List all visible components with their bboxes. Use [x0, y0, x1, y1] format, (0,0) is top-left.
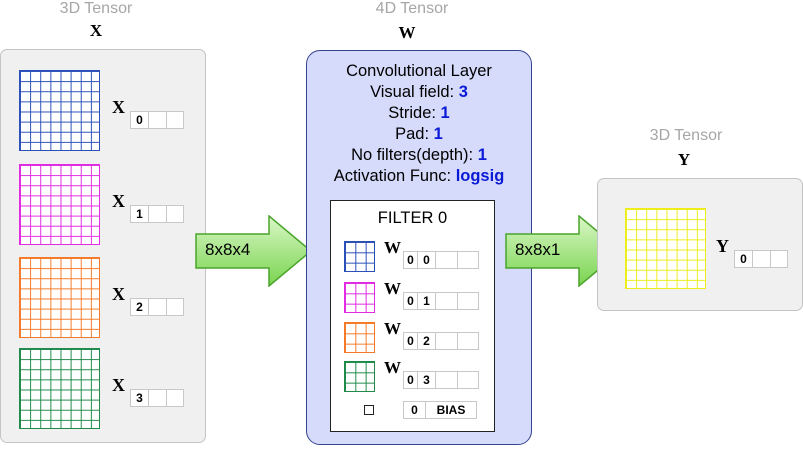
conv-layer-param: No filters(depth): 1	[306, 145, 532, 166]
arrow-in-label: 8x8x4	[205, 240, 251, 259]
conv-layer-param-label: No filters(depth):	[351, 146, 474, 164]
conv-layer-param-label: Activation Func:	[333, 167, 452, 185]
input-channel-index: 2	[131, 299, 149, 315]
filter-weight-symbol: W	[384, 358, 401, 377]
filter-weight-grid	[344, 322, 375, 353]
index-cell-empty	[753, 251, 771, 267]
input-tensor-name: X	[89, 21, 103, 40]
input-channel-grid	[19, 70, 100, 151]
bias-index-cells: 0 BIAS	[403, 401, 477, 419]
filter-weight-symbol: W	[384, 238, 401, 257]
index-cell-empty	[149, 390, 167, 406]
conv-layer-param-value: logsig	[455, 167, 505, 185]
input-channel-symbol: X	[112, 97, 125, 117]
output-channel-index: 0	[735, 251, 753, 267]
conv-layer-param: Pad: 1	[306, 124, 532, 145]
index-cell-empty	[458, 372, 478, 388]
filter-weight-grid	[344, 361, 375, 392]
filter-weight-index-a: 0	[404, 333, 418, 349]
index-cell-empty	[458, 293, 478, 309]
output-tensor-name: Y	[677, 150, 691, 169]
filter-weight-grid	[344, 282, 375, 313]
input-channel-index: 1	[131, 206, 149, 222]
input-channel-index: 3	[131, 390, 149, 406]
index-cell-empty	[167, 112, 183, 128]
conv-layer-param-label: Pad:	[395, 125, 430, 143]
conv-layer-param-value: 3	[458, 83, 468, 101]
conv-layer-param-value: 1	[433, 125, 443, 143]
input-tensor-type-label: 3D Tensor	[59, 0, 133, 17]
arrow-in	[195, 215, 313, 287]
index-cell-empty	[149, 299, 167, 315]
conv-layer-param: Stride: 1	[306, 103, 532, 124]
index-cell-empty	[436, 252, 458, 268]
input-channel-index-cells: 2	[130, 298, 184, 316]
conv-layer-param-value: 1	[440, 104, 450, 122]
conv-layer-param-value: 1	[477, 146, 487, 164]
filter-weight-index-b: 0	[418, 252, 436, 268]
filter-weight-index-b: 1	[418, 293, 436, 309]
index-cell-empty	[167, 299, 183, 315]
output-channel-grid	[625, 208, 706, 289]
input-channel-index-cells: 1	[130, 205, 184, 223]
filter-weight-grid	[344, 241, 375, 272]
filter-box	[330, 200, 495, 432]
conv-layer-param: Activation Func: logsig	[306, 166, 532, 187]
output-channel-symbol: Y	[716, 236, 729, 256]
output-channel-index-cells: 0	[734, 250, 788, 268]
bias-label: BIAS	[436, 403, 466, 417]
conv-layer-param-label: Visual field:	[370, 83, 455, 101]
conv-layer-title: Convolutional Layer	[346, 62, 492, 80]
output-tensor-type-label: 3D Tensor	[649, 127, 723, 144]
input-channel-symbol: X	[112, 191, 125, 211]
index-cell-empty	[167, 206, 183, 222]
layer-tensor-name: W	[398, 23, 416, 42]
index-cell-empty	[149, 112, 167, 128]
index-cell-empty	[458, 333, 478, 349]
input-channel-grid	[19, 164, 100, 245]
input-channel-index: 0	[131, 112, 149, 128]
filter-weight-symbol: W	[384, 319, 401, 338]
index-cell-empty	[458, 252, 478, 268]
index-cell-empty	[436, 333, 458, 349]
filter-weight-index-a: 0	[404, 372, 418, 388]
filter-weight-index-a: 0	[404, 293, 418, 309]
index-cell-empty	[771, 251, 787, 267]
filter-weight-index-a: 0	[404, 252, 418, 268]
index-cell-empty	[149, 206, 167, 222]
input-channel-grid	[19, 257, 100, 338]
input-channel-grid	[19, 348, 100, 429]
conv-layer-param: Visual field: 3	[306, 82, 532, 103]
index-cell-empty	[436, 372, 458, 388]
filter-weight-index-b: 3	[418, 372, 436, 388]
conv-layer-param-label: Stride:	[388, 104, 436, 122]
index-cell-empty	[167, 390, 183, 406]
filter-weight-index-b: 2	[418, 333, 436, 349]
input-channel-index-cells: 3	[130, 389, 184, 407]
filter-title: FILTER 0	[377, 209, 448, 227]
index-cell-empty	[436, 293, 458, 309]
bias-index: 0	[404, 402, 426, 418]
arrow-out-label: 8x8x1	[515, 240, 561, 259]
input-channel-symbol: X	[112, 284, 125, 304]
filter-weight-symbol: W	[384, 279, 401, 298]
layer-tensor-type-label: 4D Tensor	[375, 0, 449, 17]
bias-icon	[364, 405, 374, 415]
input-channel-index-cells: 0	[130, 111, 184, 129]
input-channel-symbol: X	[112, 375, 125, 395]
